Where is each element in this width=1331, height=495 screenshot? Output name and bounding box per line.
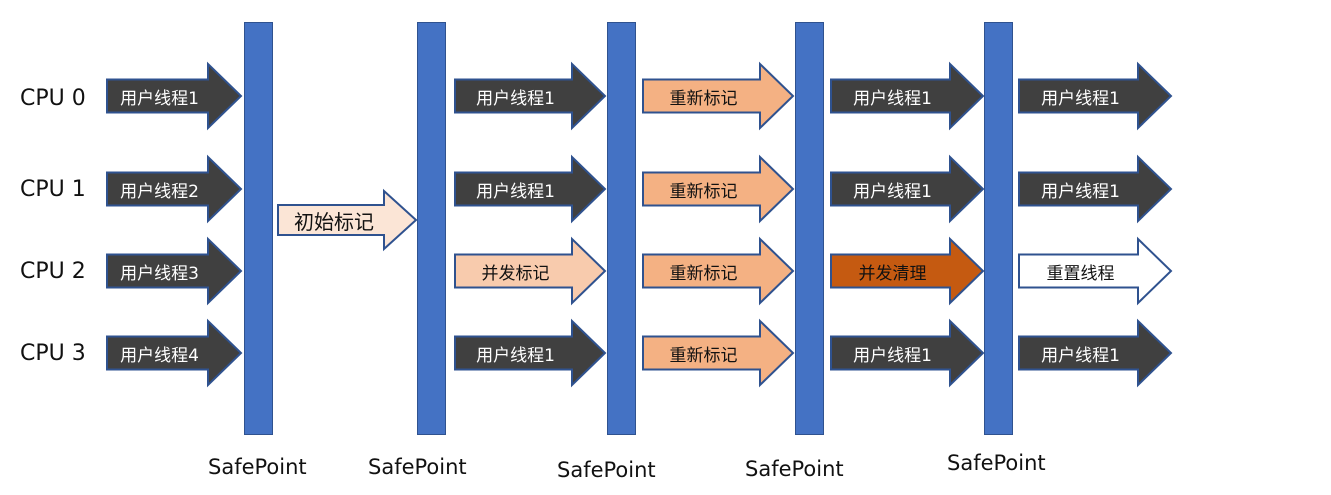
arrow-label: 重新标记 — [669, 181, 738, 202]
arrow-polygon — [1018, 318, 1173, 388]
arrow-concurrent-mark-cpu2: 并发标记 — [454, 236, 607, 306]
arrow-shape — [642, 236, 795, 306]
arrow-label: 用户线程4 — [120, 345, 199, 366]
arrow-label: 用户线程1 — [476, 345, 555, 366]
cpu-label-2: CPU 2 — [20, 259, 86, 284]
cpu-label-3: CPU 3 — [20, 341, 86, 366]
arrow-user-threads-initial-cpu1: 用户线程2 — [106, 154, 243, 224]
arrow-label: 用户线程1 — [1041, 88, 1120, 109]
arrow-shape — [106, 318, 243, 388]
arrow-shape — [106, 236, 243, 306]
arrow-polygon — [642, 236, 795, 306]
arrow-shape — [106, 61, 243, 131]
arrow-polygon — [830, 61, 985, 131]
arrow-label: 用户线程2 — [120, 181, 199, 202]
safepoint-bar-5 — [984, 22, 1013, 435]
arrow-remark-cpu1: 重新标记 — [642, 154, 795, 224]
arrow-user-threads-initial-cpu0: 用户线程1 — [106, 61, 243, 131]
arrow-label: 初始标记 — [294, 209, 374, 234]
arrow-label: 重新标记 — [669, 88, 738, 109]
arrow-polygon — [830, 154, 985, 224]
arrow-shape — [454, 236, 607, 306]
arrow-label: 用户线程1 — [476, 181, 555, 202]
safepoint-bar-4 — [795, 22, 824, 435]
arrow-shape — [1018, 318, 1173, 388]
arrow-concurrent-sweep-cpu2: 并发清理 — [830, 236, 985, 306]
safepoint-bar-2 — [417, 22, 446, 435]
arrow-polygon — [454, 61, 607, 131]
arrow-remark-cpu2: 重新标记 — [642, 236, 795, 306]
arrow-user-threads-initial-cpu3: 用户线程4 — [106, 318, 243, 388]
safepoint-label-5: SafePoint — [947, 451, 1046, 475]
arrow-label: 并发标记 — [481, 263, 550, 284]
arrow-shape — [830, 236, 985, 306]
arrow-shape — [454, 154, 607, 224]
arrow-polygon — [1018, 61, 1173, 131]
arrow-shape — [1018, 236, 1173, 306]
arrow-label: 重新标记 — [669, 263, 738, 284]
cpu-label-1: CPU 1 — [20, 177, 86, 202]
arrow-initial-mark-cpu1_5: 初始标记 — [277, 188, 418, 252]
arrow-polygon — [830, 236, 985, 306]
arrow-shape — [830, 318, 985, 388]
arrow-shape — [830, 61, 985, 131]
arrow-label: 并发清理 — [858, 263, 927, 284]
arrow-polygon — [1018, 236, 1173, 306]
arrow-reset-cpu1: 用户线程1 — [1018, 154, 1173, 224]
arrow-shape — [1018, 154, 1173, 224]
arrow-label: 用户线程1 — [120, 88, 199, 109]
arrow-label: 用户线程1 — [476, 88, 555, 109]
arrow-shape — [642, 318, 795, 388]
arrow-shape — [642, 154, 795, 224]
arrow-polygon — [454, 318, 607, 388]
safepoint-bar-1 — [244, 22, 273, 435]
arrow-user-threads-initial-cpu2: 用户线程3 — [106, 236, 243, 306]
arrow-label: 用户线程1 — [1041, 345, 1120, 366]
arrow-polygon — [642, 154, 795, 224]
arrow-reset-cpu2: 重置线程 — [1018, 236, 1173, 306]
safepoint-label-4: SafePoint — [745, 457, 844, 481]
arrow-label: 重新标记 — [669, 345, 738, 366]
arrow-polygon — [454, 154, 607, 224]
arrow-polygon — [106, 61, 243, 131]
arrow-concurrent-sweep-cpu3: 用户线程1 — [830, 318, 985, 388]
arrow-reset-cpu3: 用户线程1 — [1018, 318, 1173, 388]
arrow-label: 用户线程1 — [853, 181, 932, 202]
arrow-concurrent-mark-cpu0: 用户线程1 — [454, 61, 607, 131]
arrow-polygon — [1018, 154, 1173, 224]
arrow-concurrent-sweep-cpu1: 用户线程1 — [830, 154, 985, 224]
arrow-shape — [1018, 61, 1173, 131]
arrow-label: 用户线程1 — [853, 88, 932, 109]
arrow-label: 用户线程1 — [1041, 181, 1120, 202]
arrow-polygon — [454, 236, 607, 306]
arrow-polygon — [106, 154, 243, 224]
cpu-label-0: CPU 0 — [20, 86, 86, 111]
arrow-polygon — [642, 61, 795, 131]
arrow-concurrent-sweep-cpu0: 用户线程1 — [830, 61, 985, 131]
arrow-polygon — [642, 318, 795, 388]
arrow-shape — [454, 61, 607, 131]
arrow-concurrent-mark-cpu1: 用户线程1 — [454, 154, 607, 224]
safepoint-label-1: SafePoint — [208, 455, 307, 479]
arrow-label: 用户线程1 — [853, 345, 932, 366]
arrow-polygon — [106, 236, 243, 306]
arrow-polygon — [277, 188, 418, 252]
arrow-shape — [106, 154, 243, 224]
arrow-remark-cpu0: 重新标记 — [642, 61, 795, 131]
arrow-label: 用户线程3 — [120, 263, 199, 284]
arrow-shape — [830, 154, 985, 224]
safepoint-label-3: SafePoint — [557, 458, 656, 482]
arrow-shape — [277, 188, 418, 252]
arrow-shape — [454, 318, 607, 388]
arrow-polygon — [106, 318, 243, 388]
safepoint-label-2: SafePoint — [368, 455, 467, 479]
arrow-polygon — [830, 318, 985, 388]
arrow-concurrent-mark-cpu3: 用户线程1 — [454, 318, 607, 388]
arrow-shape — [642, 61, 795, 131]
arrow-label: 重置线程 — [1046, 263, 1115, 284]
arrow-reset-cpu0: 用户线程1 — [1018, 61, 1173, 131]
safepoint-bar-3 — [607, 22, 636, 435]
arrow-remark-cpu3: 重新标记 — [642, 318, 795, 388]
